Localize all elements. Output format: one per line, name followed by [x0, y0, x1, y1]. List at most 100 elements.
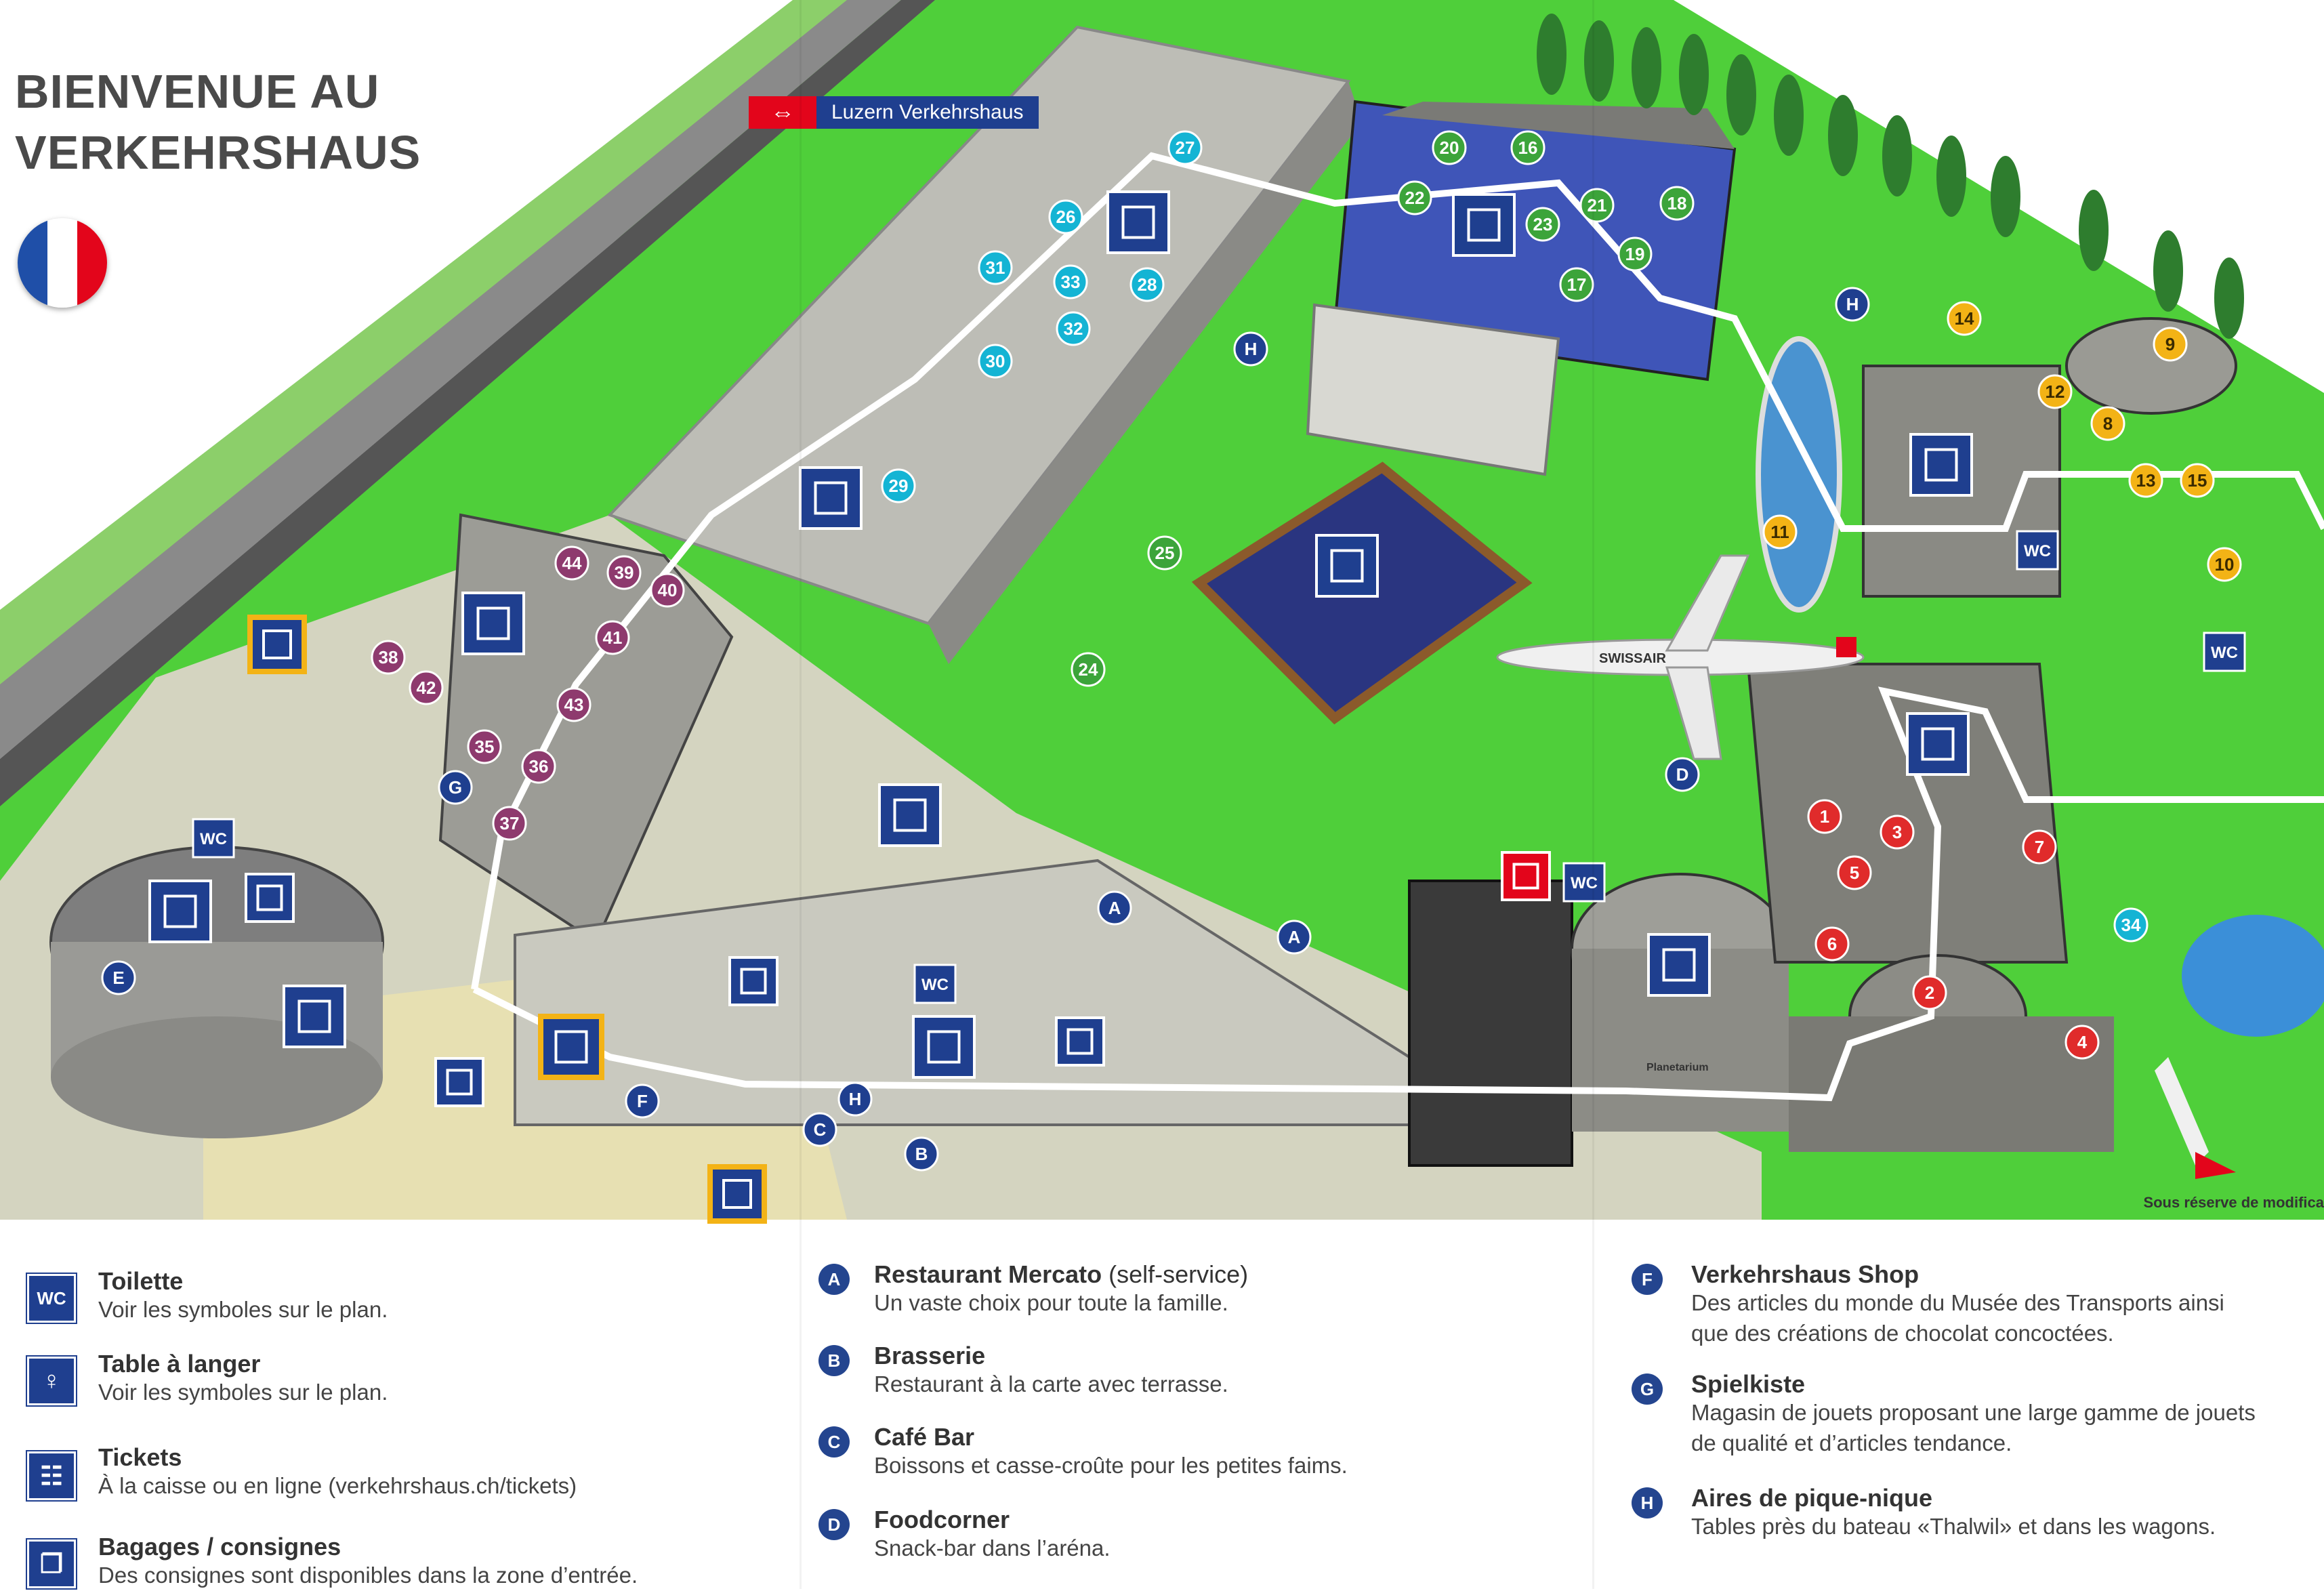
svg-text:28: 28 [1138, 274, 1157, 295]
stop-marker-28: 28 [1129, 267, 1165, 302]
stop-marker-6: 6 [1814, 926, 1850, 962]
svg-text:31: 31 [986, 257, 1005, 278]
car-icon [1452, 193, 1516, 257]
legend-desc: Magasin de jouets proposant une large ga… [1691, 1400, 2256, 1426]
stop-marker-24: 24 [1071, 652, 1106, 687]
letter-marker-a: A [1097, 890, 1132, 926]
stop-marker-37: 37 [492, 806, 527, 841]
svg-text:14: 14 [1955, 308, 1974, 329]
ship-icon [1909, 433, 1973, 497]
paper-fold [800, 0, 802, 1589]
svg-text:44: 44 [562, 553, 582, 573]
svg-text:30: 30 [986, 351, 1005, 371]
ticket-icon: ☷ [26, 1450, 77, 1502]
svg-text:19: 19 [1625, 244, 1645, 264]
badge-g: G [1632, 1373, 1663, 1405]
svg-text:27: 27 [1176, 138, 1195, 158]
badge-d: D [818, 1509, 850, 1540]
legend-note: (self-service) [1108, 1260, 1249, 1288]
stop-marker-31: 31 [978, 250, 1013, 285]
stop-marker-30: 30 [978, 344, 1013, 379]
wc-icon: WC [2203, 632, 2246, 672]
stop-marker-4: 4 [2064, 1025, 2100, 1060]
wc-icon: WC [26, 1273, 77, 1324]
legend-desc: Voir les symboles sur le plan. [98, 1380, 388, 1405]
svg-text:E: E [112, 968, 124, 988]
legend-title: Table à langer [98, 1350, 261, 1378]
legend-title: Restaurant Mercato [874, 1260, 1102, 1288]
legend-item-brasserie: Brasserie Restaurant à la carte avec ter… [874, 1342, 1228, 1400]
stop-marker-43: 43 [556, 687, 592, 722]
ticket-icon [538, 1014, 604, 1080]
svg-text:2: 2 [1925, 983, 1934, 1003]
svg-text:24: 24 [1079, 659, 1098, 680]
stop-marker-44: 44 [554, 545, 589, 581]
stop-marker-5: 5 [1837, 855, 1872, 890]
svg-text:H: H [1245, 339, 1258, 359]
letter-marker-d: D [1665, 757, 1700, 792]
dark-tower-building [1408, 880, 1573, 1167]
entrance-arrow-icon [707, 1164, 767, 1224]
svg-text:A: A [1288, 927, 1301, 947]
legend-desc: que des créations de chocolat concoctées… [1691, 1320, 2114, 1346]
stop-marker-21: 21 [1579, 188, 1615, 223]
stop-marker-33: 33 [1053, 264, 1088, 299]
wc-icon: WC [1562, 862, 1606, 903]
chocolate-icon [283, 985, 346, 1048]
stop-marker-8: 8 [2090, 406, 2125, 441]
director-chair-icon [912, 1015, 976, 1079]
legend-desc: Restaurant à la carte avec terrasse. [874, 1371, 1228, 1397]
aviation-hall-building [1746, 663, 2069, 964]
legend-item-foodcorner: Foodcorner Snack-bar dans l’aréna. [874, 1506, 1111, 1564]
stop-marker-2: 2 [1912, 975, 1947, 1010]
svg-text:34: 34 [2121, 915, 2141, 935]
stop-marker-10: 10 [2207, 547, 2242, 582]
svg-text:32: 32 [1064, 318, 1083, 339]
map-disclaimer: Sous réserve de modifica [2143, 1194, 2324, 1211]
numbered-stops-layer: 1234567891011121314151617181920212223242… [371, 130, 2242, 1060]
stop-marker-25: 25 [1147, 535, 1182, 571]
svg-text:42: 42 [417, 678, 436, 698]
svg-text:41: 41 [603, 627, 623, 648]
baby-change-icon: ♀ [26, 1355, 77, 1407]
letter-marker-f: F [625, 1083, 660, 1119]
lightning-icon [461, 592, 525, 655]
wc-icon: WC [2016, 530, 2059, 571]
stop-marker-11: 11 [1762, 514, 1798, 550]
legend-desc: Un vaste choix pour toute la famille. [874, 1290, 1228, 1316]
svg-text:35: 35 [475, 737, 495, 757]
legend-item-toilette: Toilette Voir les symboles sur le plan. [98, 1267, 388, 1325]
svg-text:10: 10 [2215, 554, 2235, 575]
stop-marker-35: 35 [467, 729, 502, 764]
legend-title: Aires de pique-nique [1691, 1484, 1933, 1512]
legend-item-cafe-bar: Café Bar Boissons et casse-croûte pour l… [874, 1423, 1348, 1481]
stop-marker-32: 32 [1056, 311, 1091, 346]
badge-f: F [1632, 1264, 1663, 1295]
svg-text:20: 20 [1440, 138, 1459, 158]
swissair-plane: SWISSAIR [1496, 554, 1865, 760]
road [0, 0, 935, 806]
badge-a: A [818, 1264, 850, 1295]
badge-h: H [1632, 1487, 1663, 1518]
svg-text:25: 25 [1155, 543, 1175, 563]
stop-marker-3: 3 [1880, 814, 1915, 850]
planetarium-icon [1647, 933, 1711, 997]
letter-marker-h: H [1233, 331, 1268, 367]
svg-text:6: 6 [1827, 934, 1837, 954]
luggage-icon: ❐ [26, 1538, 77, 1590]
legend-item-picnic: Aires de pique-nique Tables près du bate… [1691, 1484, 2216, 1542]
letter-marker-a: A [1277, 920, 1312, 955]
stop-marker-22: 22 [1397, 180, 1432, 215]
stop-marker-20: 20 [1432, 130, 1467, 165]
badge-c: C [818, 1426, 850, 1458]
visitor-route-2 [472, 686, 2324, 1102]
legend-title: Spielkiste [1691, 1370, 1806, 1398]
legend-item-bagages: Bagages / consignes Des consignes sont d… [98, 1533, 638, 1591]
stop-marker-42: 42 [409, 670, 444, 705]
svg-text:WC: WC [2211, 644, 2238, 662]
legend-title: Foodcorner [874, 1506, 1010, 1533]
svg-text:5: 5 [1850, 863, 1859, 883]
stop-marker-16: 16 [1510, 130, 1545, 165]
tree-row [1537, 14, 2244, 339]
